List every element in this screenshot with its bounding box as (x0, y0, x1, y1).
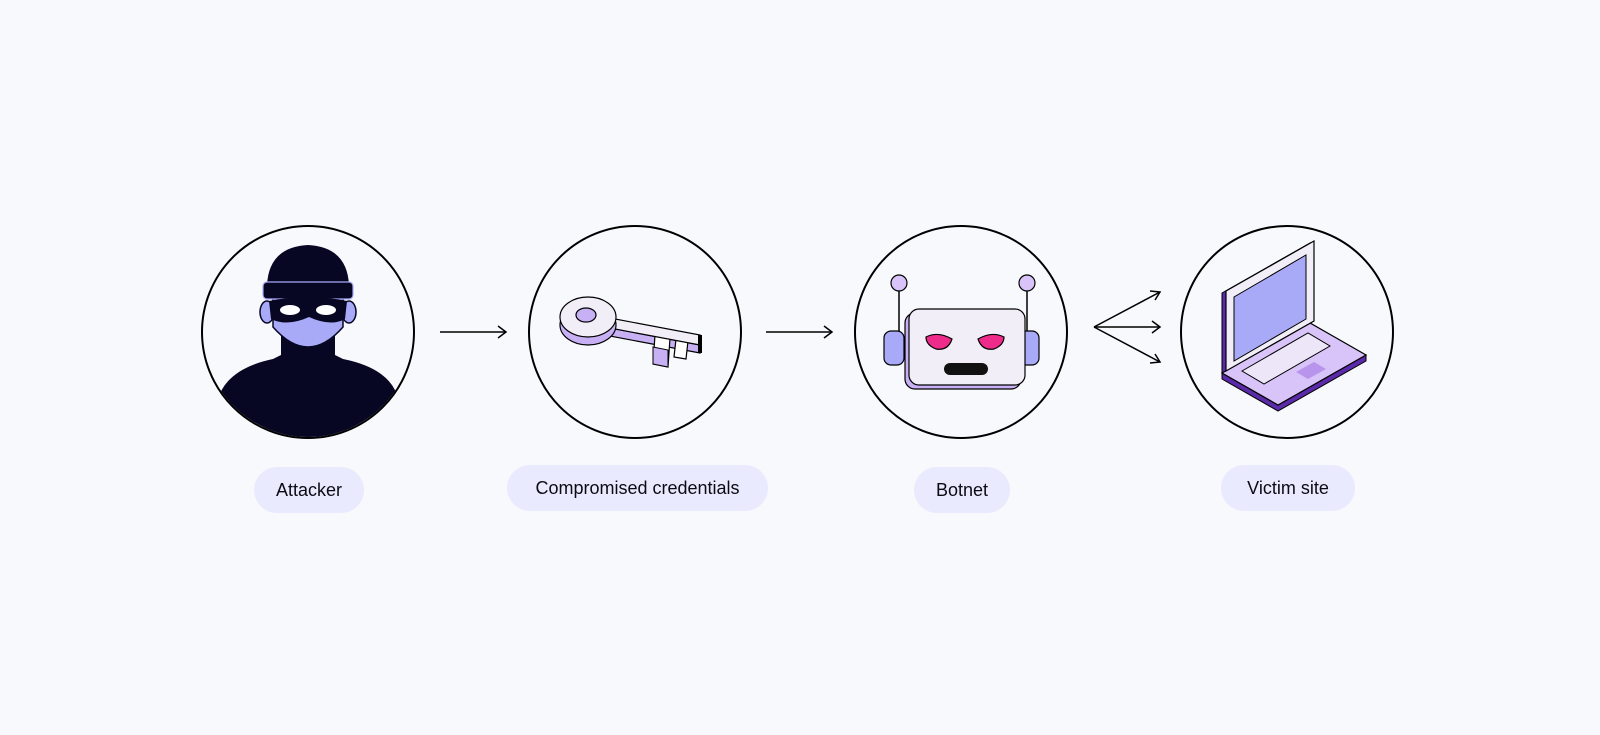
credentials-label: Compromised credentials (507, 465, 768, 511)
arrow-attacker-to-credentials (440, 325, 508, 339)
botnet-label: Botnet (914, 467, 1010, 513)
robot-icon (883, 274, 1040, 390)
attacker-label: Attacker (254, 467, 364, 513)
victim-site-label: Victim site (1221, 465, 1355, 511)
victim-site-node (1180, 225, 1394, 439)
botnet-node (854, 225, 1068, 439)
key-icon (559, 296, 702, 368)
attacker-icon (204, 245, 412, 437)
arrow-credentials-to-botnet (766, 325, 834, 339)
laptop-icon (1220, 239, 1368, 412)
credentials-node (528, 225, 742, 439)
arrow-botnet-to-victim (1093, 290, 1162, 364)
attacker-node (201, 225, 415, 439)
